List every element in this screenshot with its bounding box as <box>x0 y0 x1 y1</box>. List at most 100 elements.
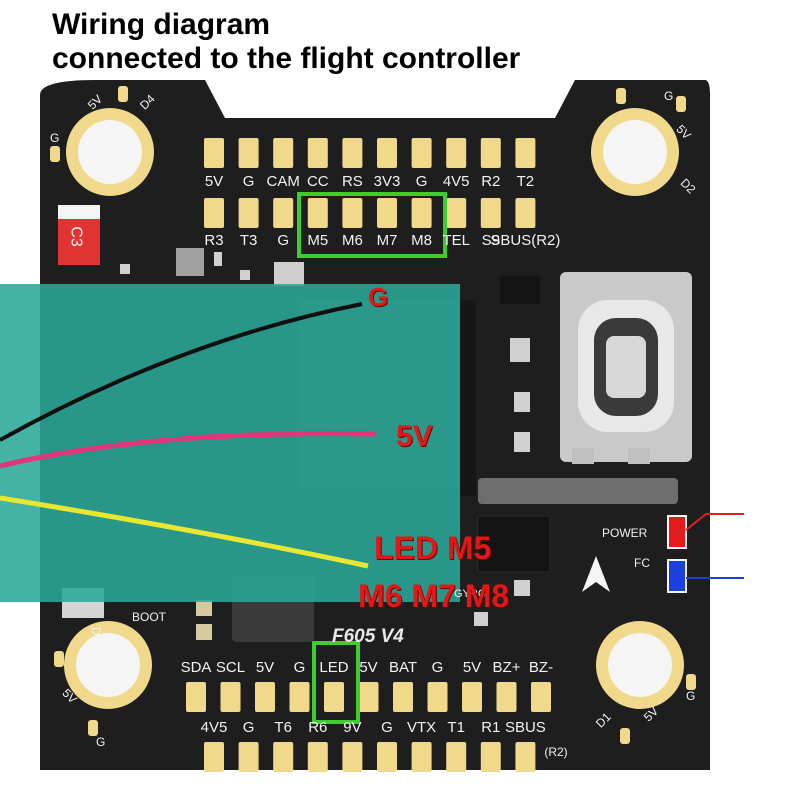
pad-label: G <box>415 173 428 190</box>
solder-pad <box>204 138 224 168</box>
mount-hole-bottom-left <box>64 621 152 709</box>
5v-wire <box>0 431 377 469</box>
solder-pad <box>273 742 294 772</box>
solder-pad <box>446 198 467 228</box>
pad-label: G <box>277 232 290 249</box>
smd-component <box>514 580 530 596</box>
brand-label <box>478 478 678 504</box>
solder-pad <box>515 742 536 772</box>
solder-pad <box>307 742 328 772</box>
solder-pad <box>238 742 259 772</box>
mount-pad <box>616 88 626 104</box>
pad-label: 9V <box>343 719 362 736</box>
pad-label: G <box>242 719 255 736</box>
solder-pad <box>342 138 363 168</box>
5v-wire-label: 5V <box>396 420 433 453</box>
pad-label: 3V3 <box>373 173 401 190</box>
pad-label: R2 <box>481 173 501 190</box>
smd-component <box>196 600 212 616</box>
fc-led <box>667 559 687 593</box>
solder-pad <box>307 198 328 228</box>
sbus-r2-sublabel: (R2) <box>544 745 568 759</box>
gyro-label: GYRO <box>454 588 487 600</box>
pad-label: BAT <box>388 659 418 676</box>
gyro-chip <box>477 515 551 573</box>
top-pad-row-2 <box>204 198 536 228</box>
pad-label: VTX <box>407 719 437 736</box>
pad-label: T2 <box>516 173 535 190</box>
mount-pad <box>50 146 60 162</box>
mount-pad <box>54 651 64 667</box>
solder-pad <box>446 138 467 168</box>
pad-label: 5V <box>359 659 378 676</box>
power-led <box>667 515 687 549</box>
pad-label: RS <box>341 173 363 190</box>
diagram-title-line-1: Wiring diagram <box>52 8 271 41</box>
solder-pad <box>307 138 328 168</box>
pad-label: T3 <box>239 232 258 249</box>
solder-pad <box>204 198 224 228</box>
pad-label: CAM <box>266 173 300 190</box>
solder-pad <box>220 682 241 712</box>
solder-pad <box>515 138 536 168</box>
solder-pad <box>238 198 259 228</box>
pad-label: SBUS <box>504 719 546 736</box>
solder-pad <box>186 682 206 712</box>
smd-component <box>240 270 250 280</box>
mount-label-g: G <box>664 89 674 103</box>
bottom-pad-row-1 <box>186 682 551 712</box>
solder-pad <box>358 682 379 712</box>
solder-pad <box>342 198 363 228</box>
smd-component <box>514 432 530 452</box>
solder-pad <box>480 198 501 228</box>
smd-component <box>500 276 540 304</box>
solder-pad <box>393 682 413 712</box>
pad-label: SBUS(R2) <box>490 232 561 249</box>
pad-label: BZ- <box>528 659 554 676</box>
solder-pad <box>255 682 275 712</box>
mount-label-g: G <box>50 131 60 145</box>
wiring-photo-connector <box>460 300 476 496</box>
solder-pad <box>273 138 294 168</box>
pad-label: SDA <box>180 659 212 676</box>
mount-label-g: G <box>96 735 106 749</box>
pad-label: LED <box>319 659 349 676</box>
smd-component <box>176 248 204 276</box>
pad-label: 5V <box>255 659 275 676</box>
pad-label: R3 <box>204 232 224 249</box>
solder-pad <box>427 682 448 712</box>
pad-label: G <box>381 719 393 736</box>
solder-pad <box>289 682 310 712</box>
mount-pad <box>686 674 696 690</box>
smd-component <box>514 392 530 412</box>
mount-label-d3: D3 <box>89 626 104 643</box>
pad-label: G <box>431 659 444 676</box>
arrow-logo-icon <box>582 556 610 592</box>
pad-label: 5V <box>462 659 482 676</box>
pad-label: 4V5 <box>442 173 470 190</box>
wiring-photo-chip <box>298 300 468 490</box>
solder-pad <box>480 742 501 772</box>
solder-pad <box>204 742 224 772</box>
solder-pad <box>411 138 432 168</box>
solder-pad <box>531 682 551 712</box>
pad-label: M6 <box>341 232 363 249</box>
c3-component-cap <box>58 205 100 219</box>
ground-wire <box>0 302 363 442</box>
pad-label: 4V5 <box>200 719 228 736</box>
usb-c-port <box>560 272 692 464</box>
solder-pad <box>515 198 536 228</box>
mount-pad <box>88 720 98 736</box>
ground-wire-label: G <box>368 282 389 312</box>
solder-pad <box>496 682 517 712</box>
smd-component <box>196 624 212 640</box>
pad-label: M5 <box>307 232 329 249</box>
solder-pad <box>342 742 363 772</box>
smd-component <box>274 262 304 286</box>
pad-label: G <box>242 173 255 190</box>
solder-pad <box>377 138 397 168</box>
smd-component <box>120 264 130 274</box>
solder-pad <box>411 742 432 772</box>
pad-label: M8 <box>411 232 433 249</box>
solder-pad <box>273 198 294 228</box>
